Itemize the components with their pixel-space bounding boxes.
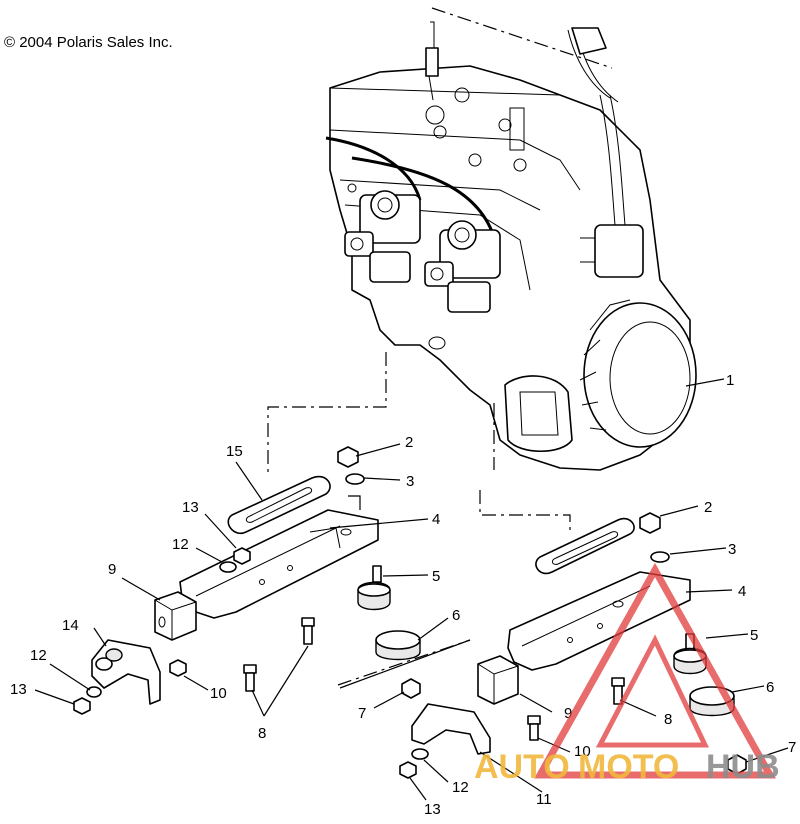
- starter-handle: [504, 375, 573, 452]
- callout-2: 2: [405, 434, 413, 451]
- watermark-moto: MOTO: [578, 748, 679, 786]
- callout-13: 13: [182, 499, 199, 516]
- nut-2-left: [337, 446, 359, 468]
- bolt-8-left-a: [243, 664, 257, 692]
- bolt-8-left-b: [301, 617, 315, 645]
- watermark-hub: HUB: [706, 748, 780, 786]
- callout-4-right: 4: [738, 583, 746, 600]
- leader-lines: [34, 378, 789, 801]
- callout-7: 7: [358, 705, 366, 722]
- callout-6-right: 6: [766, 679, 774, 696]
- recoil-starter-housing: [583, 302, 697, 448]
- bracket-11-right: [411, 703, 491, 755]
- watermark-triangle-logo: [534, 562, 776, 779]
- mount-block-9-right: [477, 655, 519, 705]
- carburetor-left: [344, 190, 421, 283]
- callout-2-right: 2: [704, 499, 712, 516]
- spark-plug-boot: [571, 27, 607, 55]
- callout-5: 5: [432, 568, 440, 585]
- washer-12-right: [411, 748, 429, 760]
- bolt-8-right: [611, 677, 625, 705]
- engine-assembly: [325, 21, 697, 471]
- rubber-pad-6-left: [375, 630, 421, 661]
- nut-13-left: [233, 547, 251, 565]
- washer-3-left: [345, 473, 365, 485]
- callout-5-right: 5: [750, 627, 758, 644]
- callout-4: 4: [432, 511, 440, 528]
- callout-3-right: 3: [728, 541, 736, 558]
- callout-13-far-left: 13: [10, 681, 27, 698]
- washer-3-right: [650, 551, 670, 563]
- callout-15: 15: [226, 443, 243, 460]
- callout-12: 12: [172, 536, 189, 553]
- callout-13-right: 13: [424, 801, 441, 818]
- nut-2-right: [639, 512, 661, 534]
- callout-6: 6: [452, 607, 460, 624]
- nut-7-right: [727, 754, 747, 775]
- carburetor-right: [424, 220, 501, 313]
- engine-mount-plate-left: [227, 475, 331, 535]
- washer-12-far-left: [86, 686, 102, 698]
- callout-3: 3: [406, 473, 414, 490]
- callout-11: 11: [536, 791, 552, 808]
- nut-7-left: [401, 678, 421, 699]
- ignition-coil: [594, 224, 644, 278]
- callout-9-right: 9: [564, 705, 572, 722]
- callout-14: 14: [62, 617, 79, 634]
- copyright-text: © 2004 Polaris Sales Inc.: [4, 34, 173, 51]
- washer-12-left: [219, 561, 237, 573]
- nut-10-left: [169, 659, 187, 677]
- automotohub-watermark: AUTO MOTO HUB: [474, 562, 780, 786]
- nut-13-right: [399, 761, 417, 779]
- callout-9: 9: [108, 561, 116, 578]
- spark-plug: [425, 47, 439, 77]
- watermark-auto: AUTO: [474, 748, 570, 786]
- bracket-14-left: [91, 639, 161, 705]
- callout-numbers: 1 2 3 4 5 6 7 8 9 10 12 13 15 14 12 13 2…: [10, 372, 796, 818]
- callout-7-right: 7: [788, 739, 796, 756]
- callout-10: 10: [210, 685, 227, 702]
- damper-5-left: [357, 565, 391, 611]
- engine-mount-plate-right: [535, 517, 635, 575]
- bolt-10-right: [527, 715, 541, 741]
- callout-12-right: 12: [452, 779, 469, 796]
- mount-block-9-left: [154, 591, 197, 641]
- callout-12-far-left: 12: [30, 647, 47, 664]
- callout-8-right: 8: [664, 711, 672, 728]
- callout-10-right: 10: [574, 743, 591, 760]
- callout-8: 8: [258, 725, 266, 742]
- callout-1: 1: [726, 372, 734, 389]
- nut-13-far-left: [73, 697, 91, 715]
